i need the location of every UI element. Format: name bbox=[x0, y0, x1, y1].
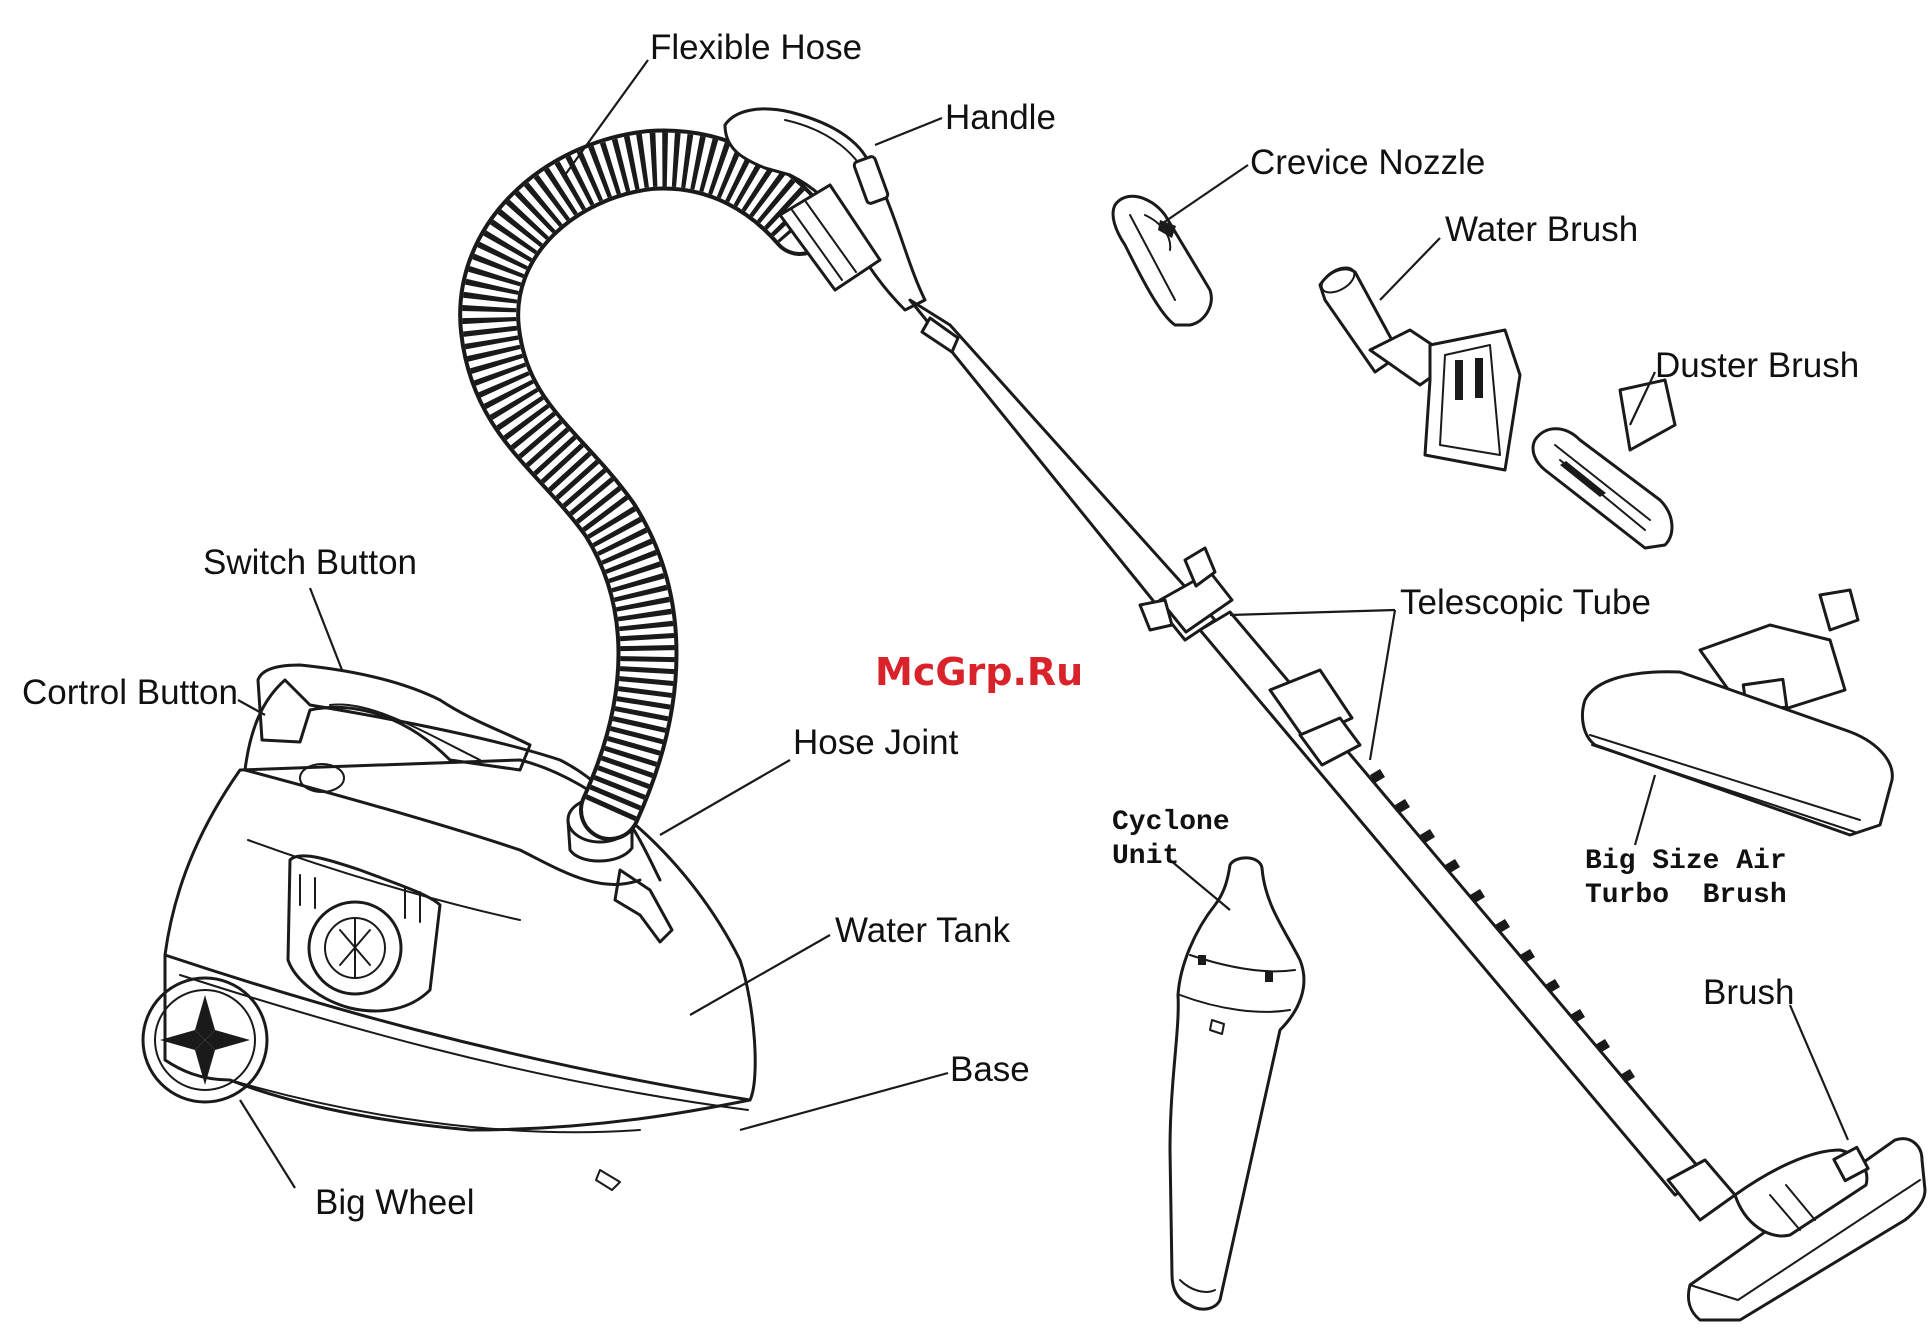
label-control-button: Cortrol Button bbox=[22, 675, 238, 710]
label-brush: Brush bbox=[1703, 975, 1794, 1010]
duster-brush-drawing bbox=[1533, 380, 1675, 548]
label-big-wheel: Big Wheel bbox=[315, 1185, 475, 1220]
label-switch-button: Switch Button bbox=[203, 545, 417, 580]
turbo-brush-drawing bbox=[1582, 590, 1892, 835]
label-crevice-nozzle: Crevice Nozzle bbox=[1250, 145, 1485, 180]
label-base: Base bbox=[950, 1052, 1030, 1087]
label-duster-brush: Duster Brush bbox=[1655, 348, 1859, 383]
cyclone-unit-drawing bbox=[1170, 858, 1304, 1309]
label-handle: Handle bbox=[945, 100, 1056, 135]
label-big-size-air-turbo-brush: Big Size Air Turbo Brush bbox=[1585, 845, 1787, 912]
crevice-nozzle-drawing bbox=[1113, 196, 1211, 325]
label-cyclone-unit: Cyclone Unit bbox=[1112, 806, 1230, 873]
label-hose-joint: Hose Joint bbox=[793, 725, 958, 760]
label-water-tank: Water Tank bbox=[835, 913, 1010, 948]
label-flexible-hose: Flexible Hose bbox=[650, 30, 862, 65]
water-brush-drawing bbox=[1317, 262, 1520, 470]
label-water-brush: Water Brush bbox=[1445, 212, 1638, 247]
floor-brush-drawing bbox=[1688, 1139, 1925, 1320]
flexible-hose-drawing bbox=[489, 160, 800, 810]
watermark-text: McGrp.Ru bbox=[875, 650, 1083, 694]
label-telescopic-tube: Telescopic Tube bbox=[1400, 585, 1651, 620]
